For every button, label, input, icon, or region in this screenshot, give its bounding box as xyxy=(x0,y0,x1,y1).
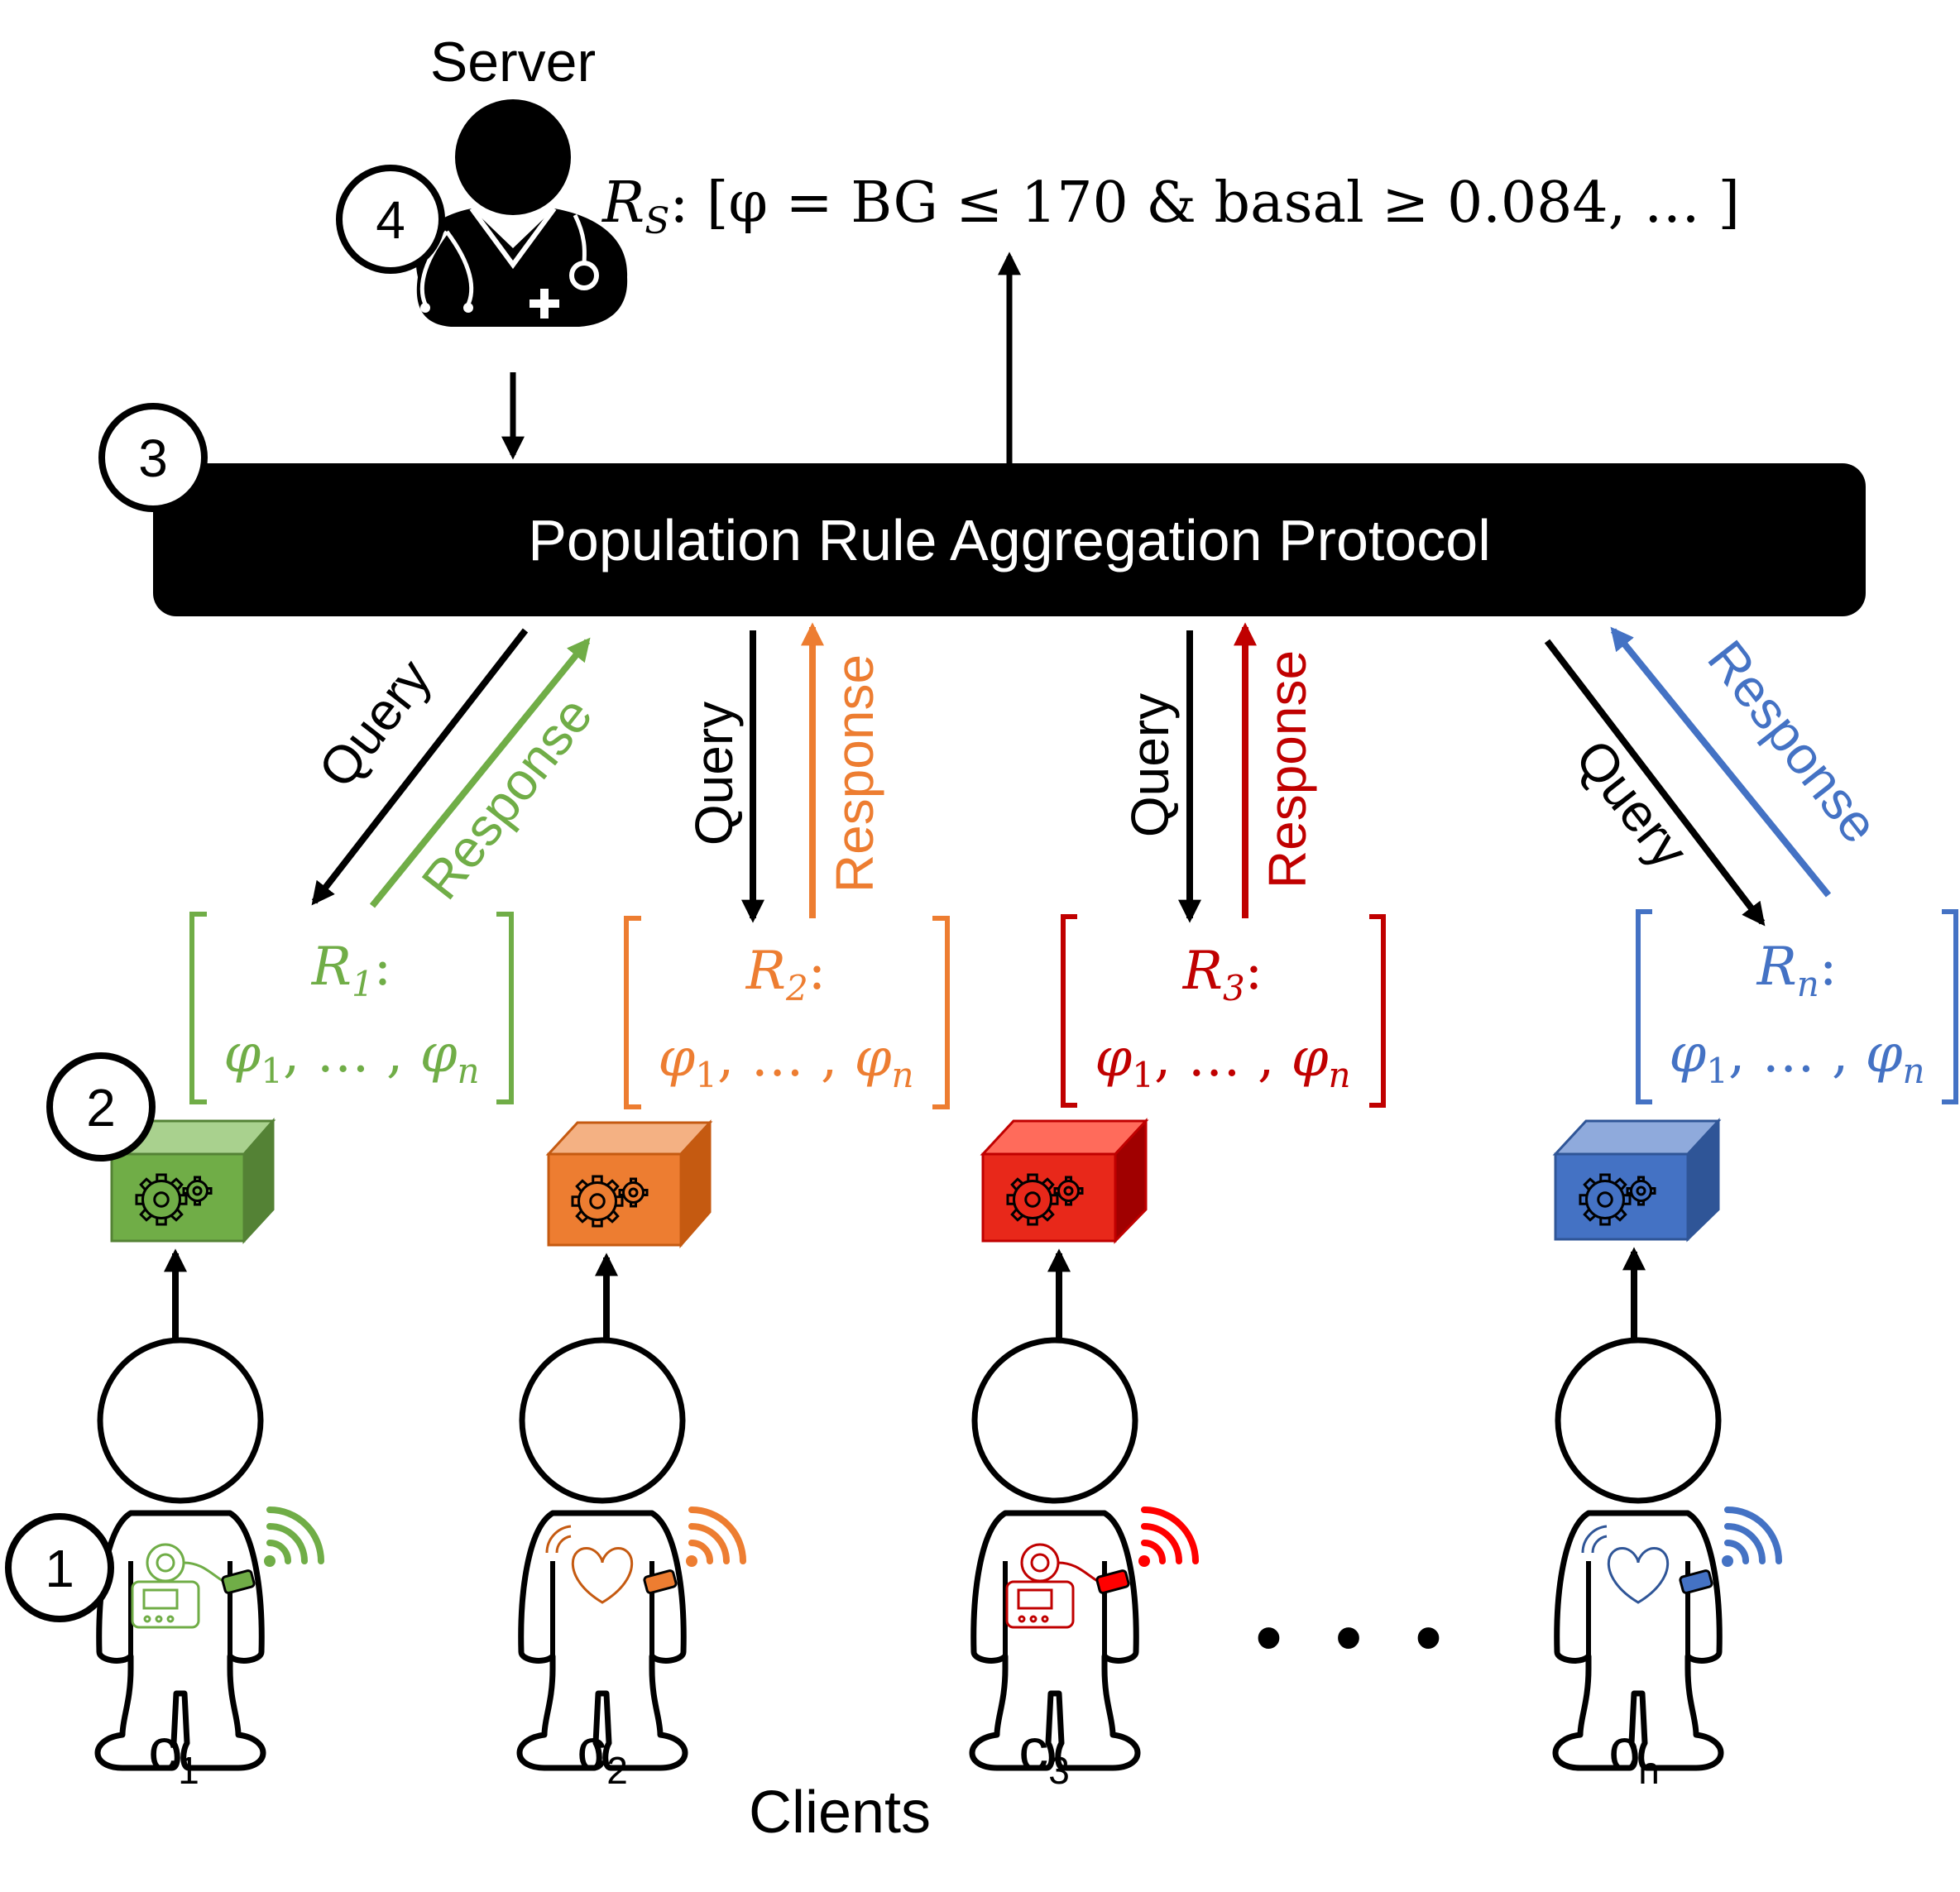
svg-text:φ1, … , φn: φ1, … , φn xyxy=(1669,1023,1924,1091)
rule-R-cn: R xyxy=(1756,936,1797,998)
insulin-pump-icon xyxy=(131,1543,232,1629)
protocol-bar xyxy=(153,463,1866,616)
doctor-icon xyxy=(415,99,628,327)
protocol-label: Population Rule Aggregation Protocol xyxy=(528,508,1491,572)
insulin-pump-icon xyxy=(1005,1543,1107,1629)
rule-box-c2: R2: φ1, … , φn xyxy=(624,916,950,1109)
heart-monitor-icon xyxy=(545,1525,634,1604)
server-rule-R: R xyxy=(601,170,645,236)
response-label-cn: Response xyxy=(1696,630,1890,854)
client-figure-c2 xyxy=(520,1340,746,1768)
client-figure-cn xyxy=(1555,1340,1782,1768)
client-label-c1: c1 xyxy=(148,1717,199,1792)
clients-label: Clients xyxy=(749,1779,931,1846)
query-label-c1: Query xyxy=(307,649,443,799)
client-figure-c1 xyxy=(98,1340,324,1768)
query-label-c3: Query xyxy=(1120,693,1180,837)
server-rule-body: : [φ = BG ≤ 170 & basal ≥ 0.084, … ] xyxy=(669,170,1740,236)
rule-box-c3: R3: φ1, … , φn xyxy=(1061,914,1386,1108)
wireless-signal-icon xyxy=(1138,1506,1199,1567)
svg-text:R1:: R1: xyxy=(311,936,391,1004)
wireless-signal-icon xyxy=(686,1506,746,1567)
heart-monitor-icon xyxy=(1581,1525,1670,1604)
processing-box-cn xyxy=(1552,1118,1722,1243)
client-label-c2: c2 xyxy=(577,1717,628,1792)
processing-box-c3 xyxy=(980,1118,1149,1244)
rule-R-c1: R xyxy=(311,936,352,998)
more-clients-ellipsis: • • • xyxy=(1256,1597,1459,1679)
step-4-number: 4 xyxy=(376,190,405,250)
step-1-number: 1 xyxy=(45,1539,74,1598)
wristband-c3 xyxy=(1095,1569,1130,1594)
rule-sub-c2: 2 xyxy=(785,968,808,1008)
client-label-cn: cn xyxy=(1608,1717,1660,1792)
step-3-number: 3 xyxy=(138,429,168,488)
rule-box-cn: Rn: φ1, … , φn xyxy=(1636,909,1958,1104)
wireless-signal-icon xyxy=(1722,1506,1782,1567)
wristband-cn xyxy=(1679,1569,1713,1594)
server-rule: RS: [φ = BG ≤ 170 & basal ≥ 0.084, … ] xyxy=(601,170,1740,242)
processing-box-c1 xyxy=(108,1118,276,1244)
query-arrow-c1 xyxy=(311,628,529,906)
response-label-c3: Response xyxy=(1258,650,1317,889)
rule-R-c3: R xyxy=(1182,941,1223,1002)
query-arrow-cn xyxy=(1544,639,1766,927)
response-arrow-cn xyxy=(1610,626,1832,898)
rule-box-c1: R1: φ1, … , φn xyxy=(189,912,514,1104)
step-1-badge: 1 xyxy=(5,1513,114,1622)
query-label-c2: Query xyxy=(684,702,744,845)
step-4-badge: 4 xyxy=(336,165,445,274)
step-3-badge: 3 xyxy=(98,403,208,512)
svg-text:φ1, … , φn: φ1, … , φn xyxy=(223,1023,479,1091)
response-label-c1: Response xyxy=(410,686,604,910)
wristband-c2 xyxy=(643,1569,678,1594)
svg-text:R3:: R3: xyxy=(1182,941,1263,1008)
processing-box-c2 xyxy=(545,1119,713,1248)
rule-sub-c3: 3 xyxy=(1223,968,1245,1008)
step-2-number: 2 xyxy=(86,1078,116,1138)
rule-sub-cn: n xyxy=(1797,964,1819,1004)
rule-R-c2: R xyxy=(745,941,786,1002)
server-label: Server xyxy=(430,31,596,93)
rule-sub-c1: 1 xyxy=(352,964,374,1004)
server-rule-sub: S xyxy=(645,200,669,242)
step-2-badge: 2 xyxy=(46,1052,156,1162)
svg-text:R2:: R2: xyxy=(745,941,826,1008)
client-figure-c3 xyxy=(972,1340,1199,1768)
svg-text:Rn:: Rn: xyxy=(1756,936,1838,1004)
response-arrow-c1 xyxy=(369,637,591,908)
client-label-c3: c3 xyxy=(1018,1717,1070,1792)
svg-text:φ1, … , φn: φ1, … , φn xyxy=(658,1027,913,1095)
svg-text:φ1, … , φn: φ1, … , φn xyxy=(1095,1027,1350,1095)
response-label-c2: Response xyxy=(825,654,884,893)
wristband-c1 xyxy=(221,1569,256,1594)
wireless-signal-icon xyxy=(264,1506,324,1567)
